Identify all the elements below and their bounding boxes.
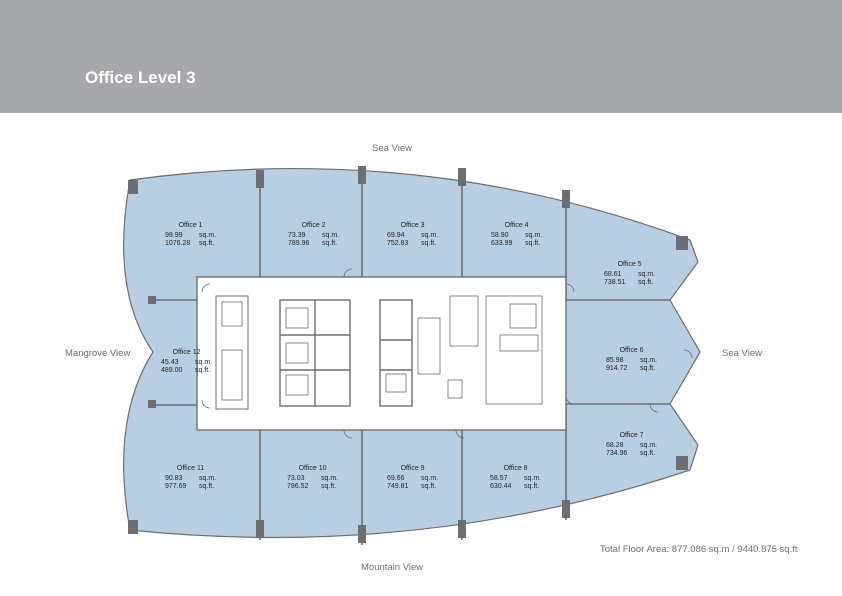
page-title: Office Level 3 (85, 68, 196, 87)
view-label-east: Sea View (722, 348, 762, 359)
header-bar: Office Level 3 (0, 0, 842, 113)
doors (201, 268, 693, 439)
view-label-west: Mangrove View (65, 348, 131, 359)
columns (128, 166, 688, 543)
core (196, 276, 567, 431)
total-floor-area: Total Floor Area: 877.086 sq.m / 9440.87… (600, 544, 798, 555)
view-label-north: Sea View (372, 143, 412, 154)
view-label-south: Mountain View (361, 562, 424, 573)
lift-shafts (279, 299, 413, 407)
